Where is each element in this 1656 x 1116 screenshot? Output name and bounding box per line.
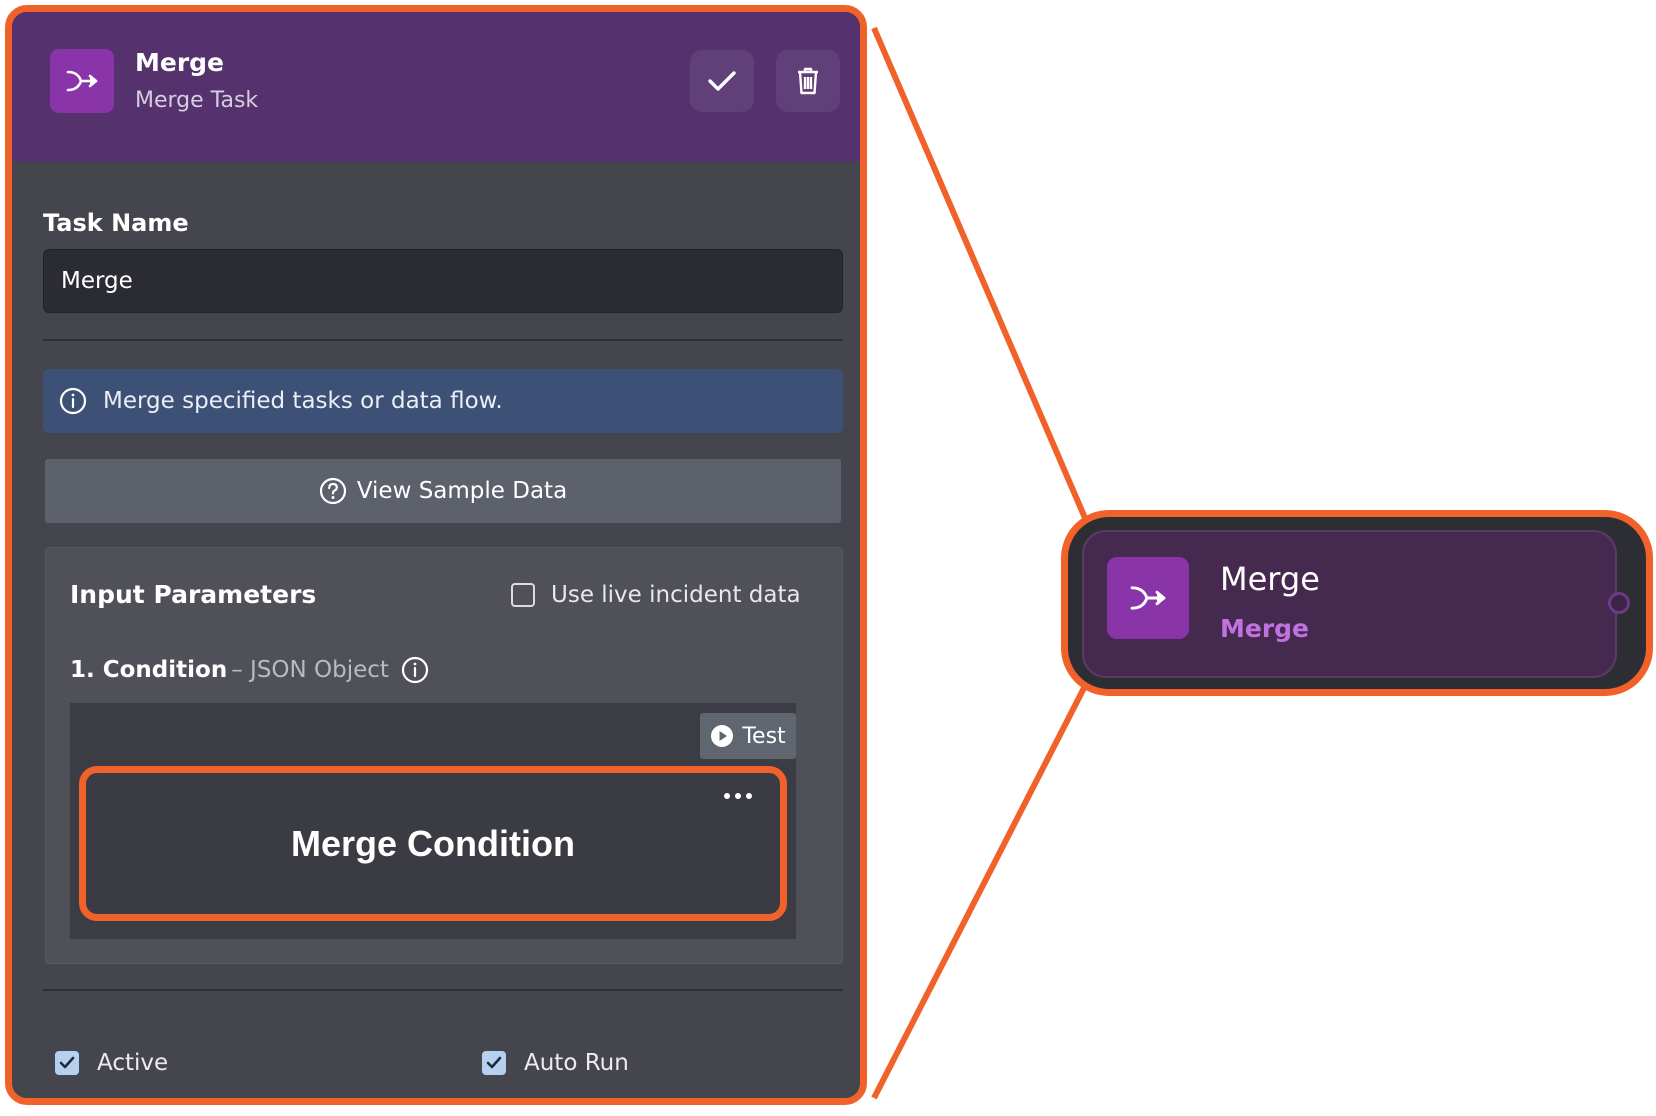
merge-icon [1107, 557, 1189, 639]
condition-editor: Test Merge Condition [70, 703, 796, 939]
input-parameters-title: Input Parameters [70, 580, 317, 609]
checkbox-checked-icon[interactable] [55, 1051, 79, 1075]
info-text: Merge specified tasks or data flow. [103, 388, 503, 414]
merge-condition-label: Merge Condition [291, 822, 575, 864]
info-icon[interactable] [401, 656, 429, 684]
panel-title: Merge [135, 48, 225, 77]
node-subtitle: Merge [1220, 614, 1310, 643]
divider [43, 989, 843, 991]
divider [43, 339, 843, 341]
active-checkbox[interactable]: Active [55, 1050, 168, 1076]
info-icon [59, 387, 87, 415]
condition-name: 1. Condition [70, 657, 228, 683]
node-output-port[interactable] [1608, 592, 1630, 614]
check-icon [707, 69, 737, 93]
live-incident-checkbox[interactable]: Use live incident data [511, 582, 801, 608]
more-dots-icon[interactable] [724, 793, 752, 799]
view-sample-data-label: View Sample Data [356, 478, 568, 504]
task-name-input[interactable] [43, 249, 843, 313]
task-name-label: Task Name [43, 209, 189, 237]
input-parameters-section: Input Parameters Use live incident data … [45, 547, 843, 964]
auto-run-label: Auto Run [524, 1050, 629, 1076]
auto-run-checkbox[interactable]: Auto Run [482, 1050, 629, 1076]
checkbox-checked-icon[interactable] [482, 1051, 506, 1075]
question-icon [319, 477, 347, 505]
panel-subtitle: Merge Task [135, 88, 259, 113]
node-title: Merge [1220, 560, 1320, 598]
live-incident-label: Use live incident data [551, 582, 801, 608]
checkbox-unchecked[interactable] [511, 583, 535, 607]
trash-icon [796, 67, 820, 95]
merge-icon [50, 49, 114, 113]
task-config-panel: Merge Merge Task Task Name Merge s [5, 5, 867, 1105]
condition-param-label: 1. Condition – JSON Object [70, 656, 429, 684]
confirm-button[interactable] [690, 50, 754, 112]
test-button[interactable]: Test [700, 713, 796, 759]
info-alert: Merge specified tasks or data flow. [43, 369, 843, 433]
merge-condition-block[interactable]: Merge Condition [79, 766, 787, 921]
active-label: Active [97, 1050, 169, 1076]
condition-type: – JSON Object [231, 657, 389, 683]
panel-header: Merge Merge Task [12, 12, 860, 162]
delete-button[interactable] [776, 50, 840, 112]
view-sample-data-button[interactable]: View Sample Data [45, 459, 841, 523]
test-label: Test [742, 723, 786, 749]
merge-node-card[interactable]: Merge Merge [1082, 530, 1617, 678]
play-icon [710, 724, 734, 748]
